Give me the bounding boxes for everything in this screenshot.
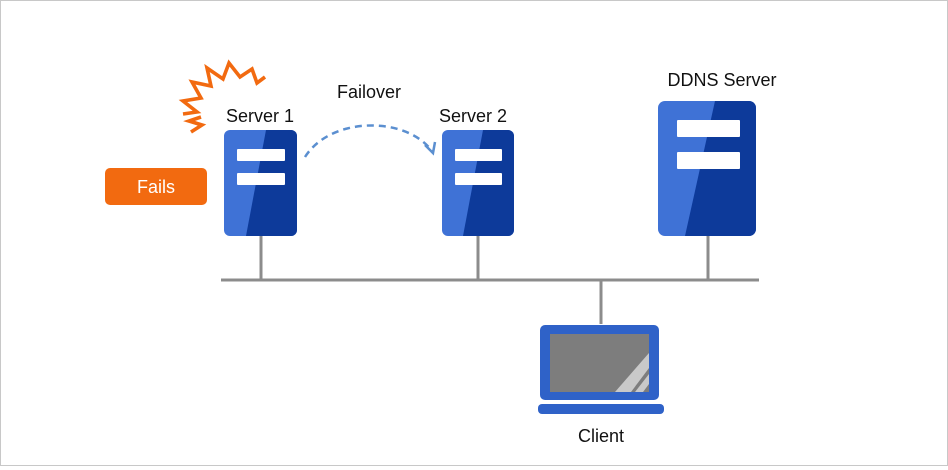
fails-badge: Fails: [105, 168, 207, 205]
failover-label: Failover: [337, 82, 401, 102]
server1-label: Server 1: [226, 106, 294, 126]
network-links: [221, 236, 759, 324]
ddns-server-icon: [658, 101, 756, 236]
server2-icon: [442, 130, 514, 236]
ddns-server-label: DDNS Server: [667, 70, 776, 90]
failover-arrow: [303, 124, 437, 158]
server1-icon: [224, 130, 297, 236]
laptop-icon: [538, 325, 664, 414]
lightning-icon: [178, 59, 267, 134]
fails-label: Fails: [137, 177, 175, 197]
server2-label: Server 2: [439, 106, 507, 126]
client-label: Client: [578, 426, 624, 446]
